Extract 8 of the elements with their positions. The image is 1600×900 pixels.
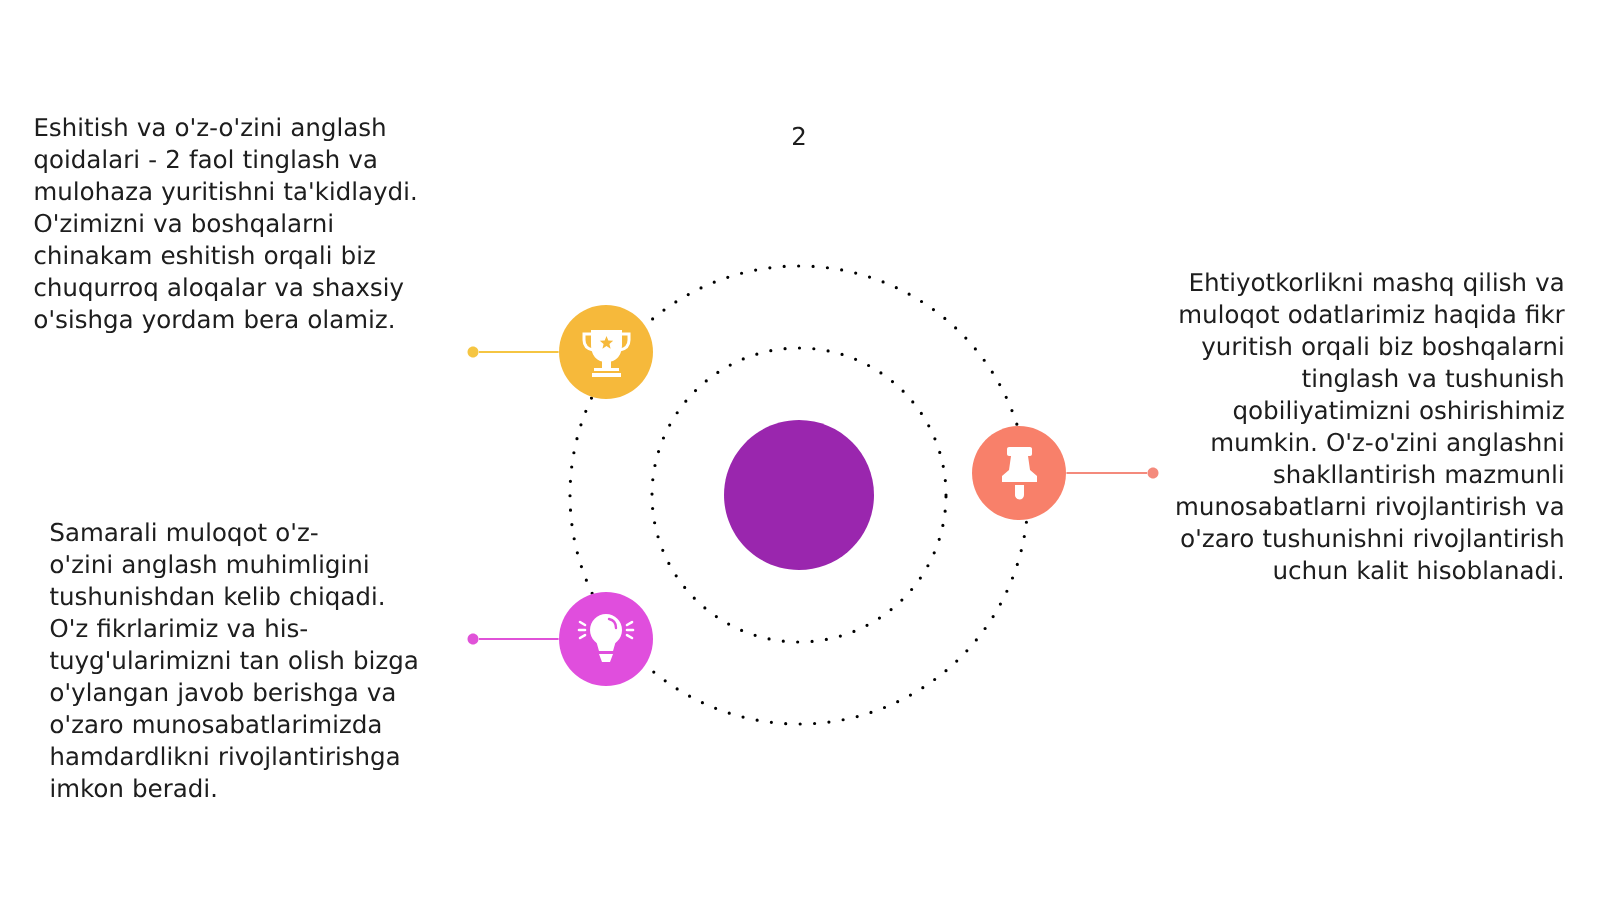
page-number: 2 xyxy=(793,126,805,145)
paragraph: Ehtiyotkorlikni mashq qilish va muloqot odatlarimiz haqida fikr yuritish orqali biz boshqalarni tinglash va tushunish qobiliyatimizni oshirishimiz mumkin. O'z-o'zini anglashni shakllantirish mazmunli munosabatlarni rivojlantirish va o'zaro tushunishni rivojlantirish uchun kalit hisoblanadi. xyxy=(1177,272,1565,580)
leader-line xyxy=(477,638,560,640)
leader-line xyxy=(1065,472,1149,474)
center-circle xyxy=(724,420,874,570)
leader-line xyxy=(477,351,560,353)
paragraph: Eshitish va o'z-o'zini anglash qoidalari - 2 faol tinglash va mulohaza yuritishni ta'kidlaydi. O'zimizni va boshqalarni chinakam eshitish orqali biz chuqurroq aloqalar va shaxsiy o'sishga yordam bera olamiz. xyxy=(34,117,416,334)
paragraph: Samarali muloqot o'z-o'zini anglash muhimligini tushunishdan kelib chiqadi. O'z fikrlarimiz va his-tuyg'ularimizni tan olish bizga o'ylangan javob berishga va o'zaro munosabatlarimizda hamdardlikni rivojlantirishga imkon beradi. xyxy=(50,522,417,798)
